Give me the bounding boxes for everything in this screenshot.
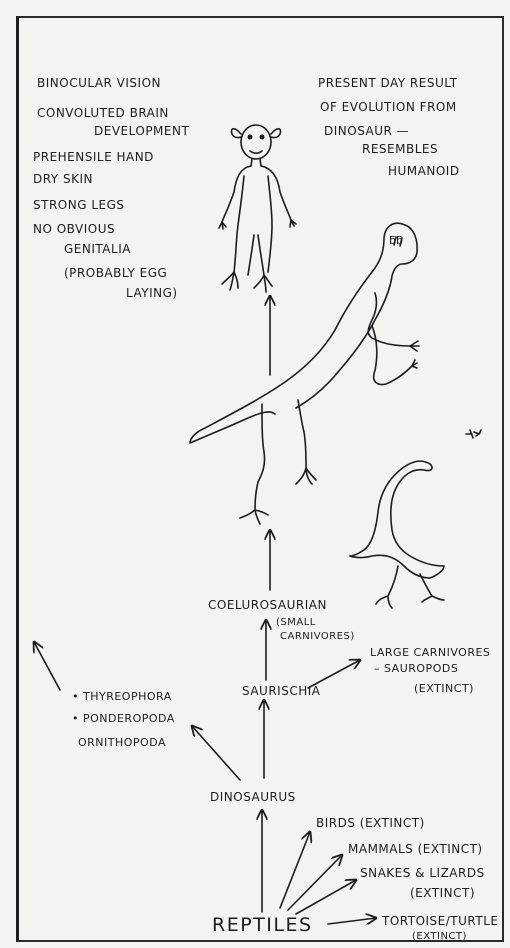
arrow-snakes-lizards [296, 880, 356, 914]
trait-dry-skin: DRY SKIN [33, 172, 93, 186]
node-birds: BIRDS (EXTINCT) [316, 816, 425, 830]
node-tortoise-2: (EXTINCT) [412, 930, 467, 944]
trait-development: DEVELOPMENT [94, 124, 189, 138]
svg-text:ƃƃ: ƃƃ [389, 234, 403, 247]
arrow-ornithischia [192, 726, 240, 780]
node-large-carnivores-1: LARGE CARNIVORES [370, 646, 490, 660]
node-large-carnivores-2: – SAUROPODS [374, 662, 458, 676]
arrow-tortoise [328, 918, 376, 924]
dinosauroid-figure: ƃƃ [190, 223, 419, 524]
node-dinosaurus: DINOSAURUS [210, 790, 296, 804]
trait-binocular-vision: BINOCULAR VISION [37, 76, 161, 90]
node-tortoise-1: TORTOISE/TURTLE [382, 914, 498, 928]
node-thyreophora: • THYREOPHORA [72, 690, 172, 704]
trait-probably-egg: (PROBABLY EGG [64, 266, 167, 280]
node-snakes-lizards-2: (EXTINCT) [410, 886, 475, 900]
arrow-upper-left [34, 642, 60, 690]
node-ponderopoda: • PONDEROPODA [72, 712, 175, 726]
node-saurischia: SAURISCHIA [242, 684, 320, 698]
note-of-evolution-from: OF EVOLUTION FROM [320, 100, 457, 114]
trait-prehensile-hand: PREHENSILE HAND [33, 150, 154, 164]
note-dinosaur: DINOSAUR — [324, 124, 409, 138]
bird-dinosaur-figure [350, 461, 444, 608]
humanoid-figure [219, 125, 296, 292]
note-resembles: RESEMBLES [362, 142, 438, 156]
scribble-mark [466, 430, 481, 438]
trait-genitalia: GENITALIA [64, 242, 131, 256]
arrow-birds [280, 832, 310, 908]
arrow-mammals [288, 855, 342, 910]
trait-convoluted-brain: CONVOLUTED BRAIN [37, 106, 169, 120]
node-reptiles: REPTILES [212, 914, 313, 936]
trait-laying: LAYING) [126, 286, 178, 300]
node-coelurosaurian-note-1: (SMALL [276, 616, 316, 630]
trait-no-obvious: NO OBVIOUS [33, 222, 115, 236]
note-humanoid: HUMANOID [388, 164, 460, 178]
node-ornithopoda: ORNITHOPODA [78, 736, 166, 750]
node-snakes-lizards-1: SNAKES & LIZARDS [360, 866, 485, 880]
trait-strong-legs: STRONG LEGS [33, 198, 125, 212]
node-coelurosaurian-note-2: CARNIVORES) [280, 630, 355, 644]
node-large-carnivores-3: (EXTINCT) [414, 682, 474, 696]
note-present-day-result: PRESENT DAY RESULT [318, 76, 458, 90]
node-coelurosaurian: COELUROSAURIAN [208, 598, 327, 612]
node-mammals: MAMMALS (EXTINCT) [348, 842, 483, 856]
